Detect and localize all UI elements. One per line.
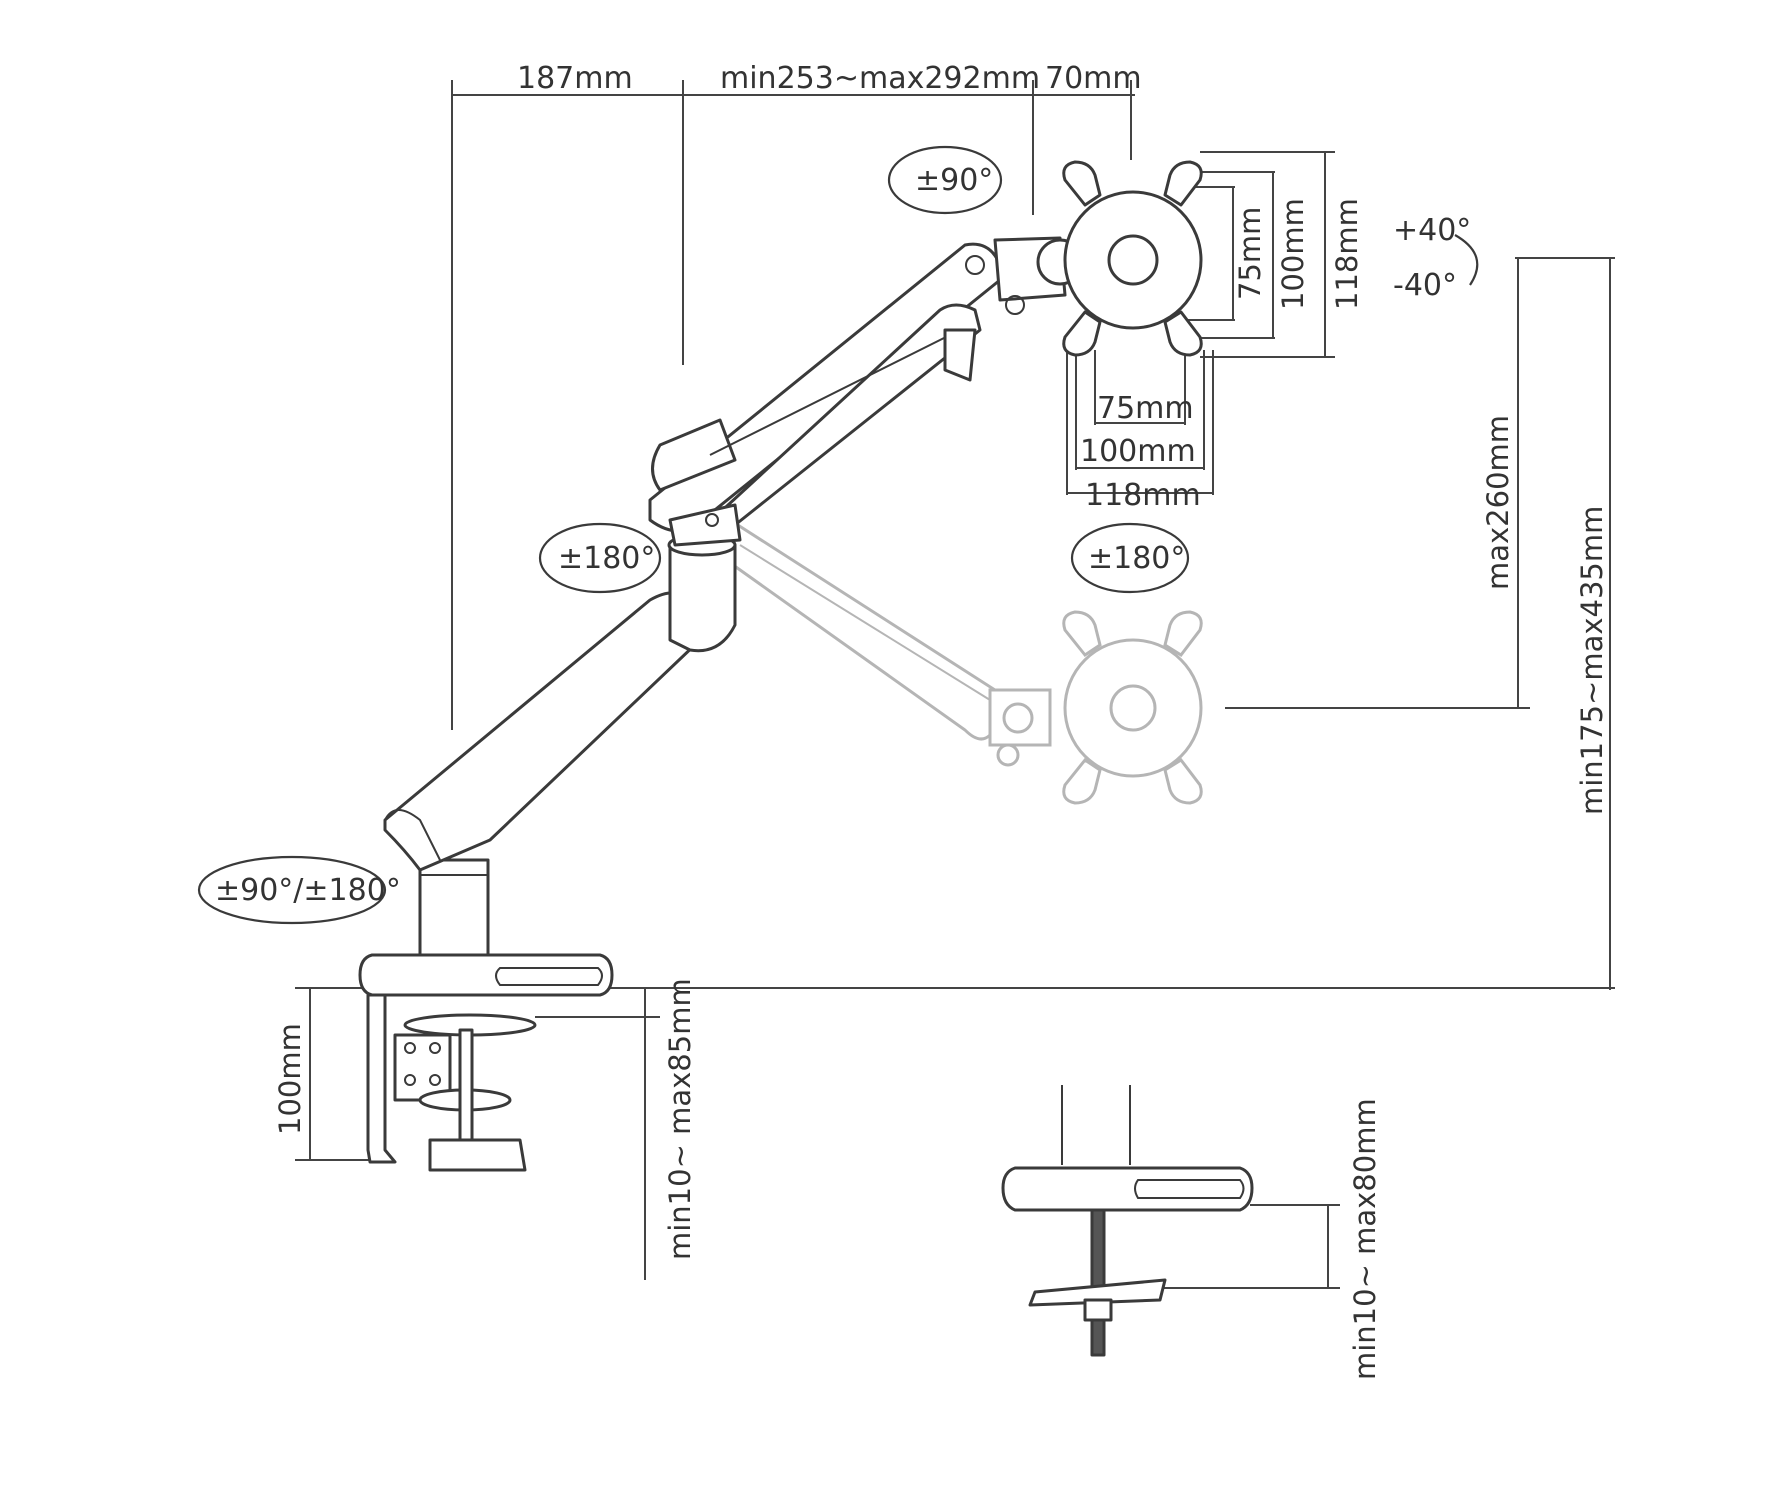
label-vesa-v-118: 118mm xyxy=(1330,198,1364,310)
label-clamp-desk-range: min10~ max85mm xyxy=(663,978,697,1260)
grommet-mount xyxy=(1001,1085,1254,1357)
label-vesa-v-75: 75mm xyxy=(1233,207,1267,300)
label-top-arm-reach: 187mm xyxy=(517,61,633,96)
label-tilt-up: +40° xyxy=(1393,213,1471,248)
vesa-plate xyxy=(1062,160,1203,357)
ghost-vesa-plate xyxy=(1062,610,1203,805)
dimension-lines xyxy=(295,80,1615,1289)
rotation-indicators xyxy=(197,145,1479,925)
label-clamp-height: 100mm xyxy=(273,1023,307,1135)
label-tilt-down: -40° xyxy=(1393,268,1457,303)
label-head-rotation: ±90° xyxy=(915,163,993,198)
label-total-height: min175~max435mm xyxy=(1575,506,1609,815)
label-top-head-offset: 70mm xyxy=(1045,61,1142,96)
label-vesa-h-75: 75mm xyxy=(1097,391,1194,426)
label-head-swivel: ±180° xyxy=(1088,541,1185,576)
label-base-rotation: ±90°/±180° xyxy=(215,873,401,908)
label-max-height-drop: max260mm xyxy=(1481,415,1515,590)
label-vesa-v-100: 100mm xyxy=(1276,198,1310,310)
label-vesa-h-100: 100mm xyxy=(1080,434,1196,469)
labels: 187mm min253~max292mm 70mm ±90° ±180° ±1… xyxy=(215,61,1609,1380)
label-grommet-desk-range: min10~ max80mm xyxy=(1348,1098,1382,1380)
monitor-arm xyxy=(358,236,1084,997)
label-top-arm-span: min253~max292mm xyxy=(720,61,1040,96)
label-vesa-h-118: 118mm xyxy=(1085,478,1201,513)
label-elbow-rotation: ±180° xyxy=(558,541,655,576)
c-clamp xyxy=(366,993,537,1172)
ghost-lowered-arm xyxy=(702,518,1052,767)
